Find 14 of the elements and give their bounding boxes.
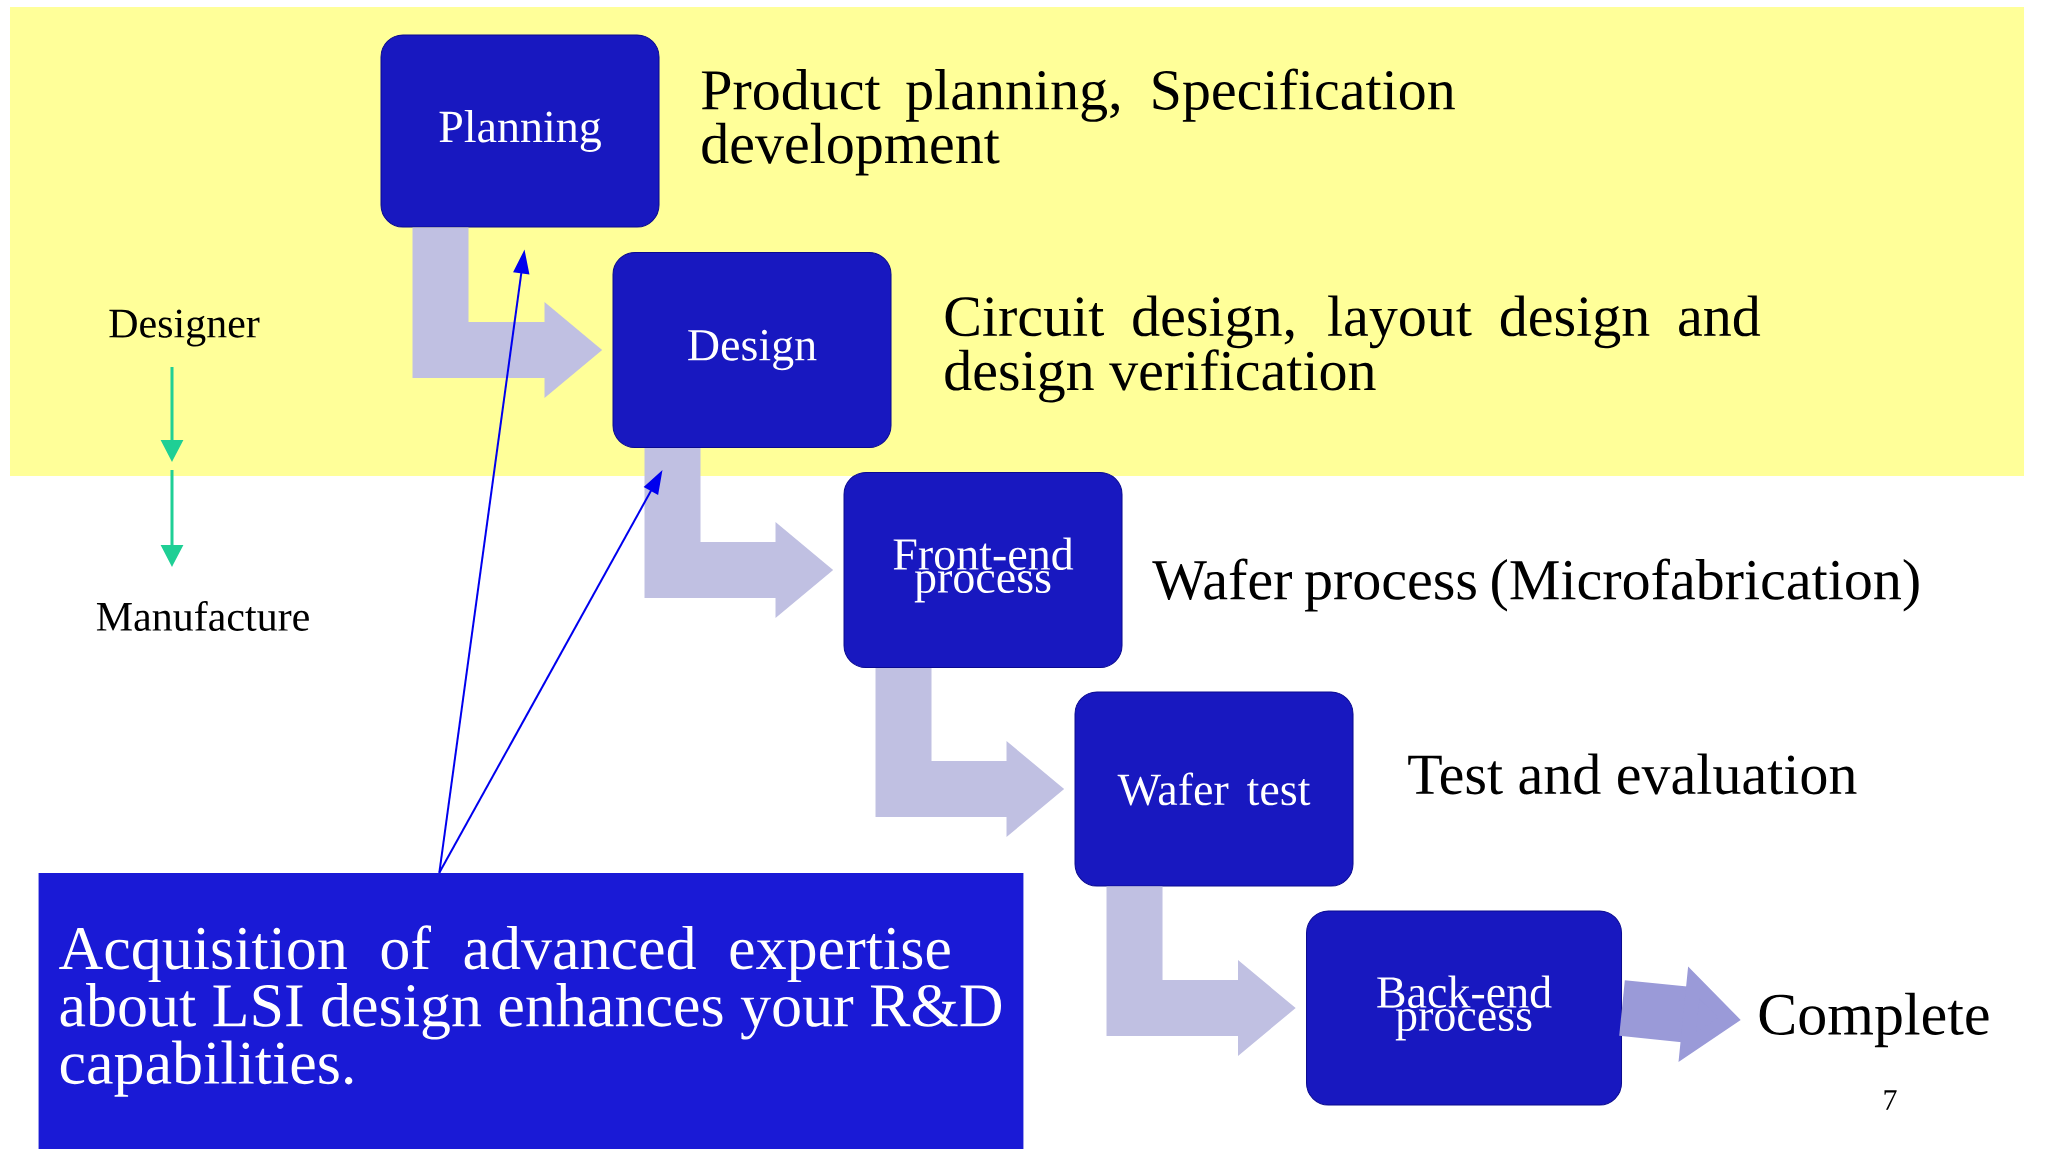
description-text: Test and evaluation xyxy=(1408,753,1857,795)
text-label: Designer xyxy=(109,309,260,347)
process-box: Wafer test xyxy=(1074,691,1354,887)
end-label: Complete xyxy=(1759,992,1989,1048)
process-box: Design xyxy=(612,252,892,448)
process-box: Planning xyxy=(380,34,660,228)
process-box: Back-end process xyxy=(1306,910,1622,1106)
process-box: Front-end process xyxy=(843,472,1123,668)
text-label: Manufacture xyxy=(96,601,309,631)
description-text: Product planning, Specification development xyxy=(701,68,1455,176)
description-text: Circuit design, layout design and design verification xyxy=(945,295,1761,403)
text-label: 7 xyxy=(1884,1090,1897,1110)
description-text: Wafer process (Microfabrication) xyxy=(1152,558,1919,612)
note-box: Acquisition of advanced expertise about LSI design enhances your R&D capabilities. xyxy=(38,873,1024,1149)
